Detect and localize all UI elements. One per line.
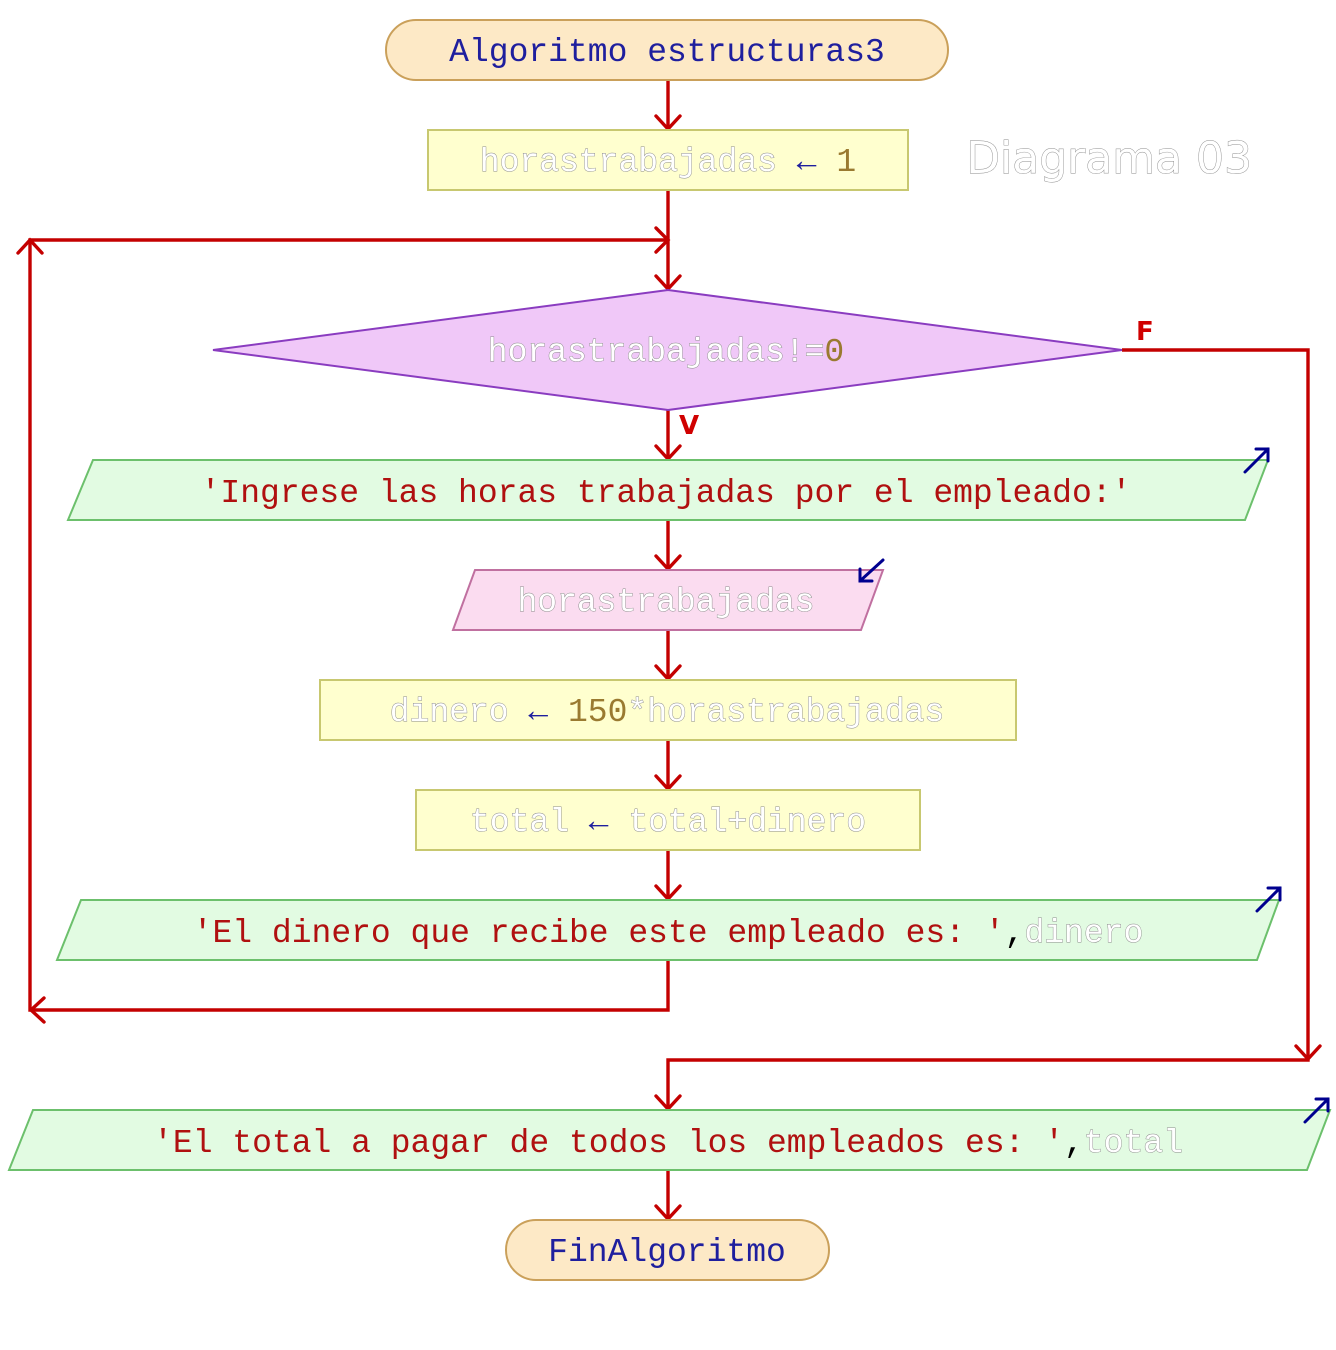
init-value: 1 (836, 144, 856, 181)
total-output-var: total (1084, 1125, 1183, 1162)
svg-text:Algoritmo estructuras3: Algoritmo estructuras3 (449, 34, 885, 71)
svg-text:'El total a pagar de todos los: 'El total a pagar de todos los empleados… (153, 1125, 1183, 1162)
output-arrow-icon (1243, 447, 1270, 474)
svg-text:'Ingrese las horas trabajadas: 'Ingrese las horas trabajadas por el emp… (201, 475, 1132, 512)
svg-text:horastrabajadas ←: horastrabajadas ← 1 (480, 144, 856, 181)
end-terminal: FinAlgoritmo (505, 1219, 830, 1281)
separator: , (1005, 915, 1025, 952)
prompt-text: 'Ingrese las horas trabajadas por el emp… (201, 475, 1132, 512)
start-label: Algoritmo estructuras3 (449, 34, 885, 71)
total-assignment: total ← total+dinero (415, 789, 921, 851)
svg-text:horastrabajadas: horastrabajadas (517, 584, 814, 621)
total-output: 'El total a pagar de todos los empleados… (7, 1097, 1332, 1171)
total-output-text: 'El total a pagar de todos los empleados… (153, 1125, 1064, 1162)
input-arrow-icon (858, 558, 885, 583)
svg-text:dinero ← 150*horas: dinero ← 150*horastrabajadas (390, 694, 945, 731)
svg-text:'El dinero que recibe este emp: 'El dinero que recibe este empleado es: … (193, 915, 1144, 952)
dinero-output-var: dinero (1024, 915, 1143, 952)
read-input: horastrabajadas (451, 558, 885, 631)
total-expr: total+dinero (628, 804, 866, 841)
dinero-var: dinero (390, 694, 509, 731)
dinero-output: 'El dinero que recibe este empleado es: … (55, 886, 1282, 961)
condition-value: 0 (824, 334, 844, 371)
assign-arrow: ← (797, 144, 817, 181)
dinero-assignment: dinero ← 150*horastrabajadas (319, 679, 1017, 741)
svg-text:total ← total+dine: total ← total+dinero (470, 804, 866, 841)
prompt-output: 'Ingrese las horas trabajadas por el emp… (66, 447, 1270, 521)
condition-expr: horastrabajadas!= (488, 334, 825, 371)
svg-text:FinAlgoritmo: FinAlgoritmo (548, 1234, 786, 1271)
read-var: horastrabajadas (517, 584, 814, 621)
svg-text:horastrabajadas!=0: horastrabajadas!=0 (488, 334, 844, 371)
init-assignment: horastrabajadas ← 1 (427, 129, 909, 191)
init-var: horastrabajadas (480, 144, 777, 181)
total-var: total (470, 804, 569, 841)
assign-arrow: ← (528, 694, 548, 731)
diagram-title: Diagrama 03 (966, 133, 1252, 184)
multiplicand: *horastrabajadas (627, 694, 944, 731)
separator: , (1064, 1125, 1084, 1162)
end-label: FinAlgoritmo (548, 1234, 786, 1271)
start-terminal: Algoritmo estructuras3 (385, 19, 949, 81)
false-label: F (1136, 317, 1154, 347)
output-arrow-icon (1255, 886, 1282, 913)
output-arrow-icon (1303, 1097, 1330, 1124)
assign-arrow: ← (589, 804, 609, 841)
flow-lines (28, 80, 1310, 1220)
while-condition: horastrabajadas!=0 F V (212, 288, 1154, 441)
multiplier: 150 (568, 694, 627, 731)
true-label: V (679, 411, 699, 441)
dinero-output-text: 'El dinero que recibe este empleado es: … (193, 915, 1005, 952)
